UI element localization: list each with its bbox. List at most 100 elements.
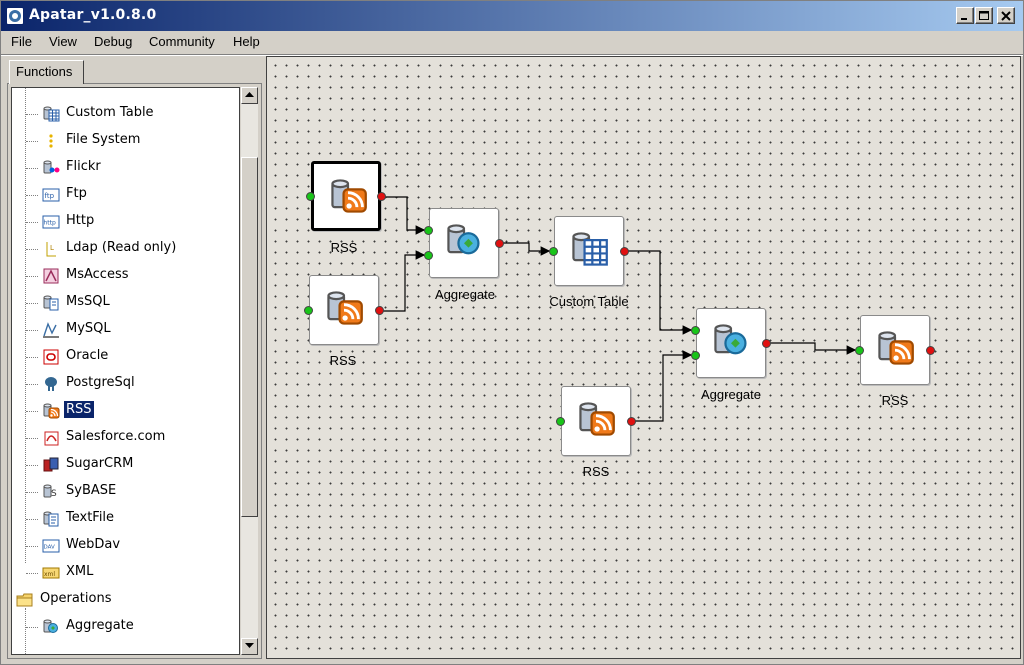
tree-item-label: RSS <box>64 401 94 418</box>
custom-table-icon <box>569 229 609 273</box>
node-label: RSS <box>329 353 357 368</box>
tree-item-label: File System <box>66 132 141 147</box>
tree-item-label: XML <box>66 564 94 579</box>
apatar-app-icon <box>6 7 24 25</box>
menu-view[interactable]: View <box>49 34 77 49</box>
tree-item-label: Ldap (Read only) <box>66 240 177 255</box>
input-port[interactable] <box>556 417 565 426</box>
textfile-icon <box>42 510 60 528</box>
tab-functions[interactable]: Functions <box>9 60 84 84</box>
aggregate-icon <box>711 321 751 365</box>
output-port[interactable] <box>762 339 771 348</box>
output-port[interactable] <box>495 239 504 248</box>
node-label: RSS <box>582 464 610 479</box>
connection-wire[interactable] <box>381 250 426 312</box>
tree-guide-line <box>25 88 26 563</box>
tree-connector <box>26 222 38 223</box>
connection-wire[interactable] <box>628 250 693 335</box>
tree-connector <box>26 249 38 250</box>
node-label: Aggregate <box>435 287 495 302</box>
tree-connector <box>26 114 38 115</box>
minimize-button[interactable] <box>956 7 974 24</box>
output-port[interactable] <box>620 247 629 256</box>
output-port[interactable] <box>377 192 386 201</box>
output-port[interactable] <box>926 346 935 355</box>
scroll-up-button[interactable] <box>241 87 258 104</box>
sugarcrm-icon <box>42 456 60 474</box>
vertical-scrollbar[interactable] <box>241 87 258 655</box>
minimize-icon <box>961 18 967 20</box>
menu-divider <box>1 54 1023 56</box>
input-port[interactable] <box>691 351 700 360</box>
input-port[interactable] <box>424 251 433 260</box>
input-port[interactable] <box>304 306 313 315</box>
ldap-icon: L <box>42 240 60 258</box>
tree-item-label: SyBASE <box>66 483 117 498</box>
xml-icon: xml <box>42 564 60 582</box>
node-rss[interactable] <box>311 161 381 231</box>
tree-connector <box>26 519 38 520</box>
close-icon <box>1001 11 1011 21</box>
node-rss[interactable] <box>860 315 930 385</box>
svg-text:DAV: DAV <box>44 545 56 551</box>
input-port[interactable] <box>855 346 864 355</box>
tree-item-label: Custom Table <box>66 105 154 120</box>
menu-debug[interactable]: Debug <box>94 34 133 49</box>
node-label: Aggregate <box>701 387 761 402</box>
tree-item-label: SugarCRM <box>66 456 134 471</box>
webdav-icon: DAV <box>42 537 60 555</box>
tree-item-label: MsAccess <box>66 267 129 282</box>
custom-table-icon <box>42 105 60 123</box>
node-rss[interactable] <box>561 386 631 456</box>
input-port[interactable] <box>306 192 315 201</box>
arrow-up-icon <box>245 92 254 97</box>
scroll-down-button[interactable] <box>241 638 258 655</box>
menu-help[interactable]: Help <box>233 34 260 49</box>
tree-item-label: MsSQL <box>66 294 110 309</box>
svg-text:L: L <box>50 244 54 252</box>
menu-community[interactable]: Community <box>149 34 215 49</box>
output-port[interactable] <box>627 417 636 426</box>
tree-guide-line <box>25 608 26 654</box>
tree-connector <box>26 168 38 169</box>
menu-file[interactable]: File <box>11 34 32 49</box>
maximize-button[interactable] <box>975 7 993 24</box>
rss-icon <box>328 176 368 220</box>
tree-item-label: Oracle <box>66 348 109 363</box>
input-port[interactable] <box>424 226 433 235</box>
salesforce-icon <box>42 429 60 447</box>
input-port[interactable] <box>549 247 558 256</box>
folder-icon <box>16 591 34 609</box>
node-label: Custom Table <box>549 294 629 309</box>
title-bar[interactable]: Apatar_v1.0.8.0 <box>1 1 1023 31</box>
tree-connector <box>26 546 38 547</box>
tree-item-label: WebDav <box>66 537 121 552</box>
scrollbar-thumb[interactable] <box>241 157 258 517</box>
rss-icon <box>576 399 616 443</box>
tree-connector <box>26 141 38 142</box>
node-rss[interactable] <box>309 275 379 345</box>
connection-wire[interactable] <box>635 350 693 422</box>
aggregate-icon <box>42 618 60 636</box>
connection-wire[interactable] <box>770 342 857 355</box>
connection-wire[interactable] <box>383 196 426 235</box>
node-custom-table[interactable] <box>554 216 624 286</box>
tree-connector <box>26 195 38 196</box>
connection-wire[interactable] <box>503 242 551 256</box>
output-port[interactable] <box>375 306 384 315</box>
tree-item-label: Flickr <box>66 159 101 174</box>
node-aggregate[interactable] <box>696 308 766 378</box>
input-port[interactable] <box>691 326 700 335</box>
ftp-icon: ftp <box>42 186 60 204</box>
node-label: RSS <box>330 240 358 255</box>
node-aggregate[interactable] <box>429 208 499 278</box>
file-system-icon <box>42 132 60 150</box>
mssql-icon <box>42 294 60 312</box>
close-button[interactable] <box>997 7 1015 24</box>
svg-text:S: S <box>51 489 57 499</box>
rss-icon <box>324 288 364 332</box>
